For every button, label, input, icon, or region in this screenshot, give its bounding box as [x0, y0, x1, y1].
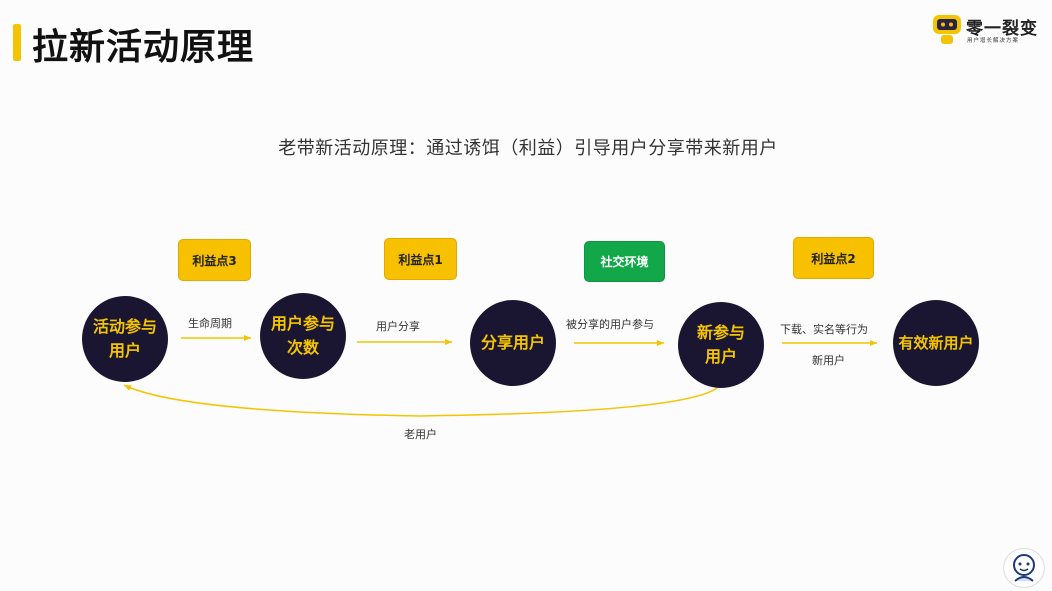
page-title: 拉新活动原理 [32, 27, 255, 68]
edge-label-old-user: 老用户 [404, 428, 437, 441]
tag-benefit-1: 利益点1 [384, 238, 457, 280]
node-label: 用户 [108, 341, 141, 360]
node-activity-user: 活动参与用户 [82, 296, 168, 382]
logo-tagline: 用户增长解决方案 [967, 38, 1020, 44]
robot-logo-icon [933, 15, 961, 44]
node-new-participant: 新参与用户 [678, 302, 764, 388]
node-label: 用户参与 [270, 314, 335, 333]
node-valid-new-user: 有效新用户 [893, 300, 979, 386]
edge-label-lifecycle: 生命周期 [188, 317, 232, 330]
tag-benefit-2: 利益点2 [793, 237, 874, 279]
edge-label-user-share: 用户分享 [376, 320, 420, 333]
edge-label-download: 下载、实名等行为 [780, 323, 868, 336]
node-label: 分享用户 [480, 333, 545, 352]
title-accent-bar [13, 24, 21, 61]
edge-label-shared-join: 被分享的用户参与 [566, 318, 654, 331]
edge-label-new-user: 新用户 [812, 354, 845, 367]
node-label: 有效新用户 [898, 334, 974, 352]
assistant-avatar[interactable] [1003, 548, 1045, 588]
node-share-user: 分享用户 [470, 300, 556, 386]
logo-name: 零一裂变 [966, 19, 1038, 39]
node-label: 次数 [286, 338, 319, 357]
node-label: 用户 [704, 347, 737, 366]
subtitle: 老带新活动原理：通过诱饵（利益）引导用户分享带来新用户 [278, 138, 778, 159]
arrow-old-user-loop [123, 384, 721, 417]
node-label: 新参与 [696, 323, 745, 342]
brand-logo: 零一裂变 用户增长解决方案 [930, 12, 1040, 48]
tag-social-environment: 社交环境 [584, 241, 665, 282]
assistant-avatar-icon [1013, 554, 1035, 582]
node-participation-count: 用户参与次数 [260, 293, 346, 379]
tag-benefit-3: 利益点3 [178, 239, 251, 281]
node-label: 活动参与 [92, 317, 157, 336]
